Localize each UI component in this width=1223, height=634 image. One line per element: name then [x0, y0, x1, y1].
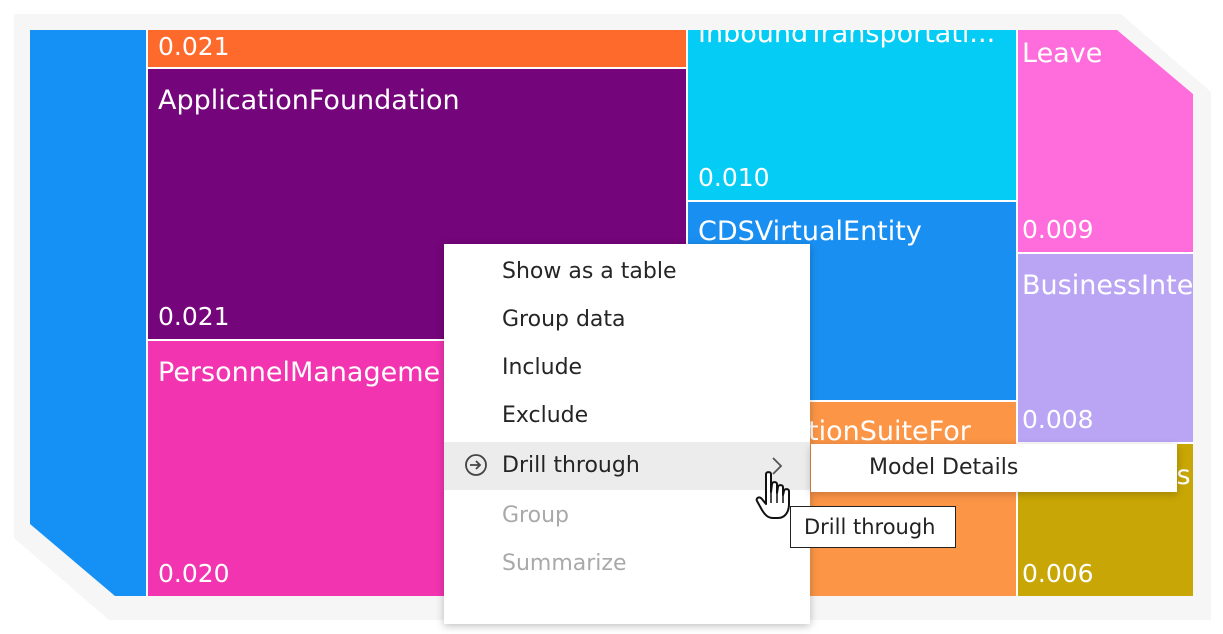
menu-item-label: Group [502, 503, 569, 528]
tooltip: Drill through [790, 506, 956, 548]
menu-item-show-as-table[interactable]: Show as a table [444, 248, 810, 296]
drill-through-submenu: Model Details [811, 444, 1177, 492]
tile-name: Leave [1022, 38, 1103, 69]
treemap-tile-top-orange[interactable]: 0.021 [148, 30, 686, 67]
menu-item-label: Drill through [502, 453, 640, 478]
submenu-item-model-details[interactable]: Model Details [811, 444, 1177, 492]
menu-item-label: Show as a table [502, 259, 677, 284]
tile-value: 0.006 [1022, 559, 1094, 588]
tile-name: tionSuiteFor [808, 416, 971, 447]
menu-item-label: Include [502, 355, 583, 380]
treemap-tile-inbound-transportation[interactable]: InboundTransportati... 0.010 [688, 30, 1016, 200]
menu-item-include[interactable]: Include [444, 344, 810, 392]
menu-item-summarize[interactable]: Summarize [444, 540, 810, 588]
drill-through-icon [465, 454, 487, 476]
tile-value: 0.021 [158, 302, 230, 331]
tile-name: BusinessInte [1022, 270, 1193, 301]
menu-item-exclude[interactable]: Exclude [444, 392, 810, 440]
tile-value: 0.010 [698, 163, 770, 192]
tile-value: 0.008 [1022, 405, 1094, 434]
tile-value: 0.021 [158, 32, 230, 61]
tile-name: PersonnelManageme [158, 357, 441, 388]
tile-name: CDSVirtualEntity [698, 216, 922, 247]
tile-value: 0.009 [1022, 215, 1094, 244]
submenu-item-label: Model Details [869, 455, 1019, 480]
context-menu: Show as a table Group data Include Exclu… [444, 244, 810, 624]
tile-name: InboundTransportati... [698, 30, 996, 49]
menu-item-label: Summarize [502, 551, 627, 576]
hand-pointer-icon [755, 471, 790, 519]
menu-item-label: Exclude [502, 403, 589, 428]
menu-item-label: Group data [502, 307, 626, 332]
menu-item-drill-through[interactable]: Drill through [444, 442, 810, 490]
tile-name: ApplicationFoundation [158, 85, 460, 116]
tile-value: 0.020 [158, 559, 230, 588]
treemap-tile-business-intelligence[interactable]: BusinessInte 0.008 [1018, 254, 1193, 442]
menu-item-group[interactable]: Group [444, 492, 810, 540]
menu-item-group-data[interactable]: Group data [444, 296, 810, 344]
treemap-tile-left-strip[interactable] [30, 30, 146, 596]
chevron-right-icon [772, 457, 783, 475]
tooltip-label: Drill through [804, 515, 936, 539]
